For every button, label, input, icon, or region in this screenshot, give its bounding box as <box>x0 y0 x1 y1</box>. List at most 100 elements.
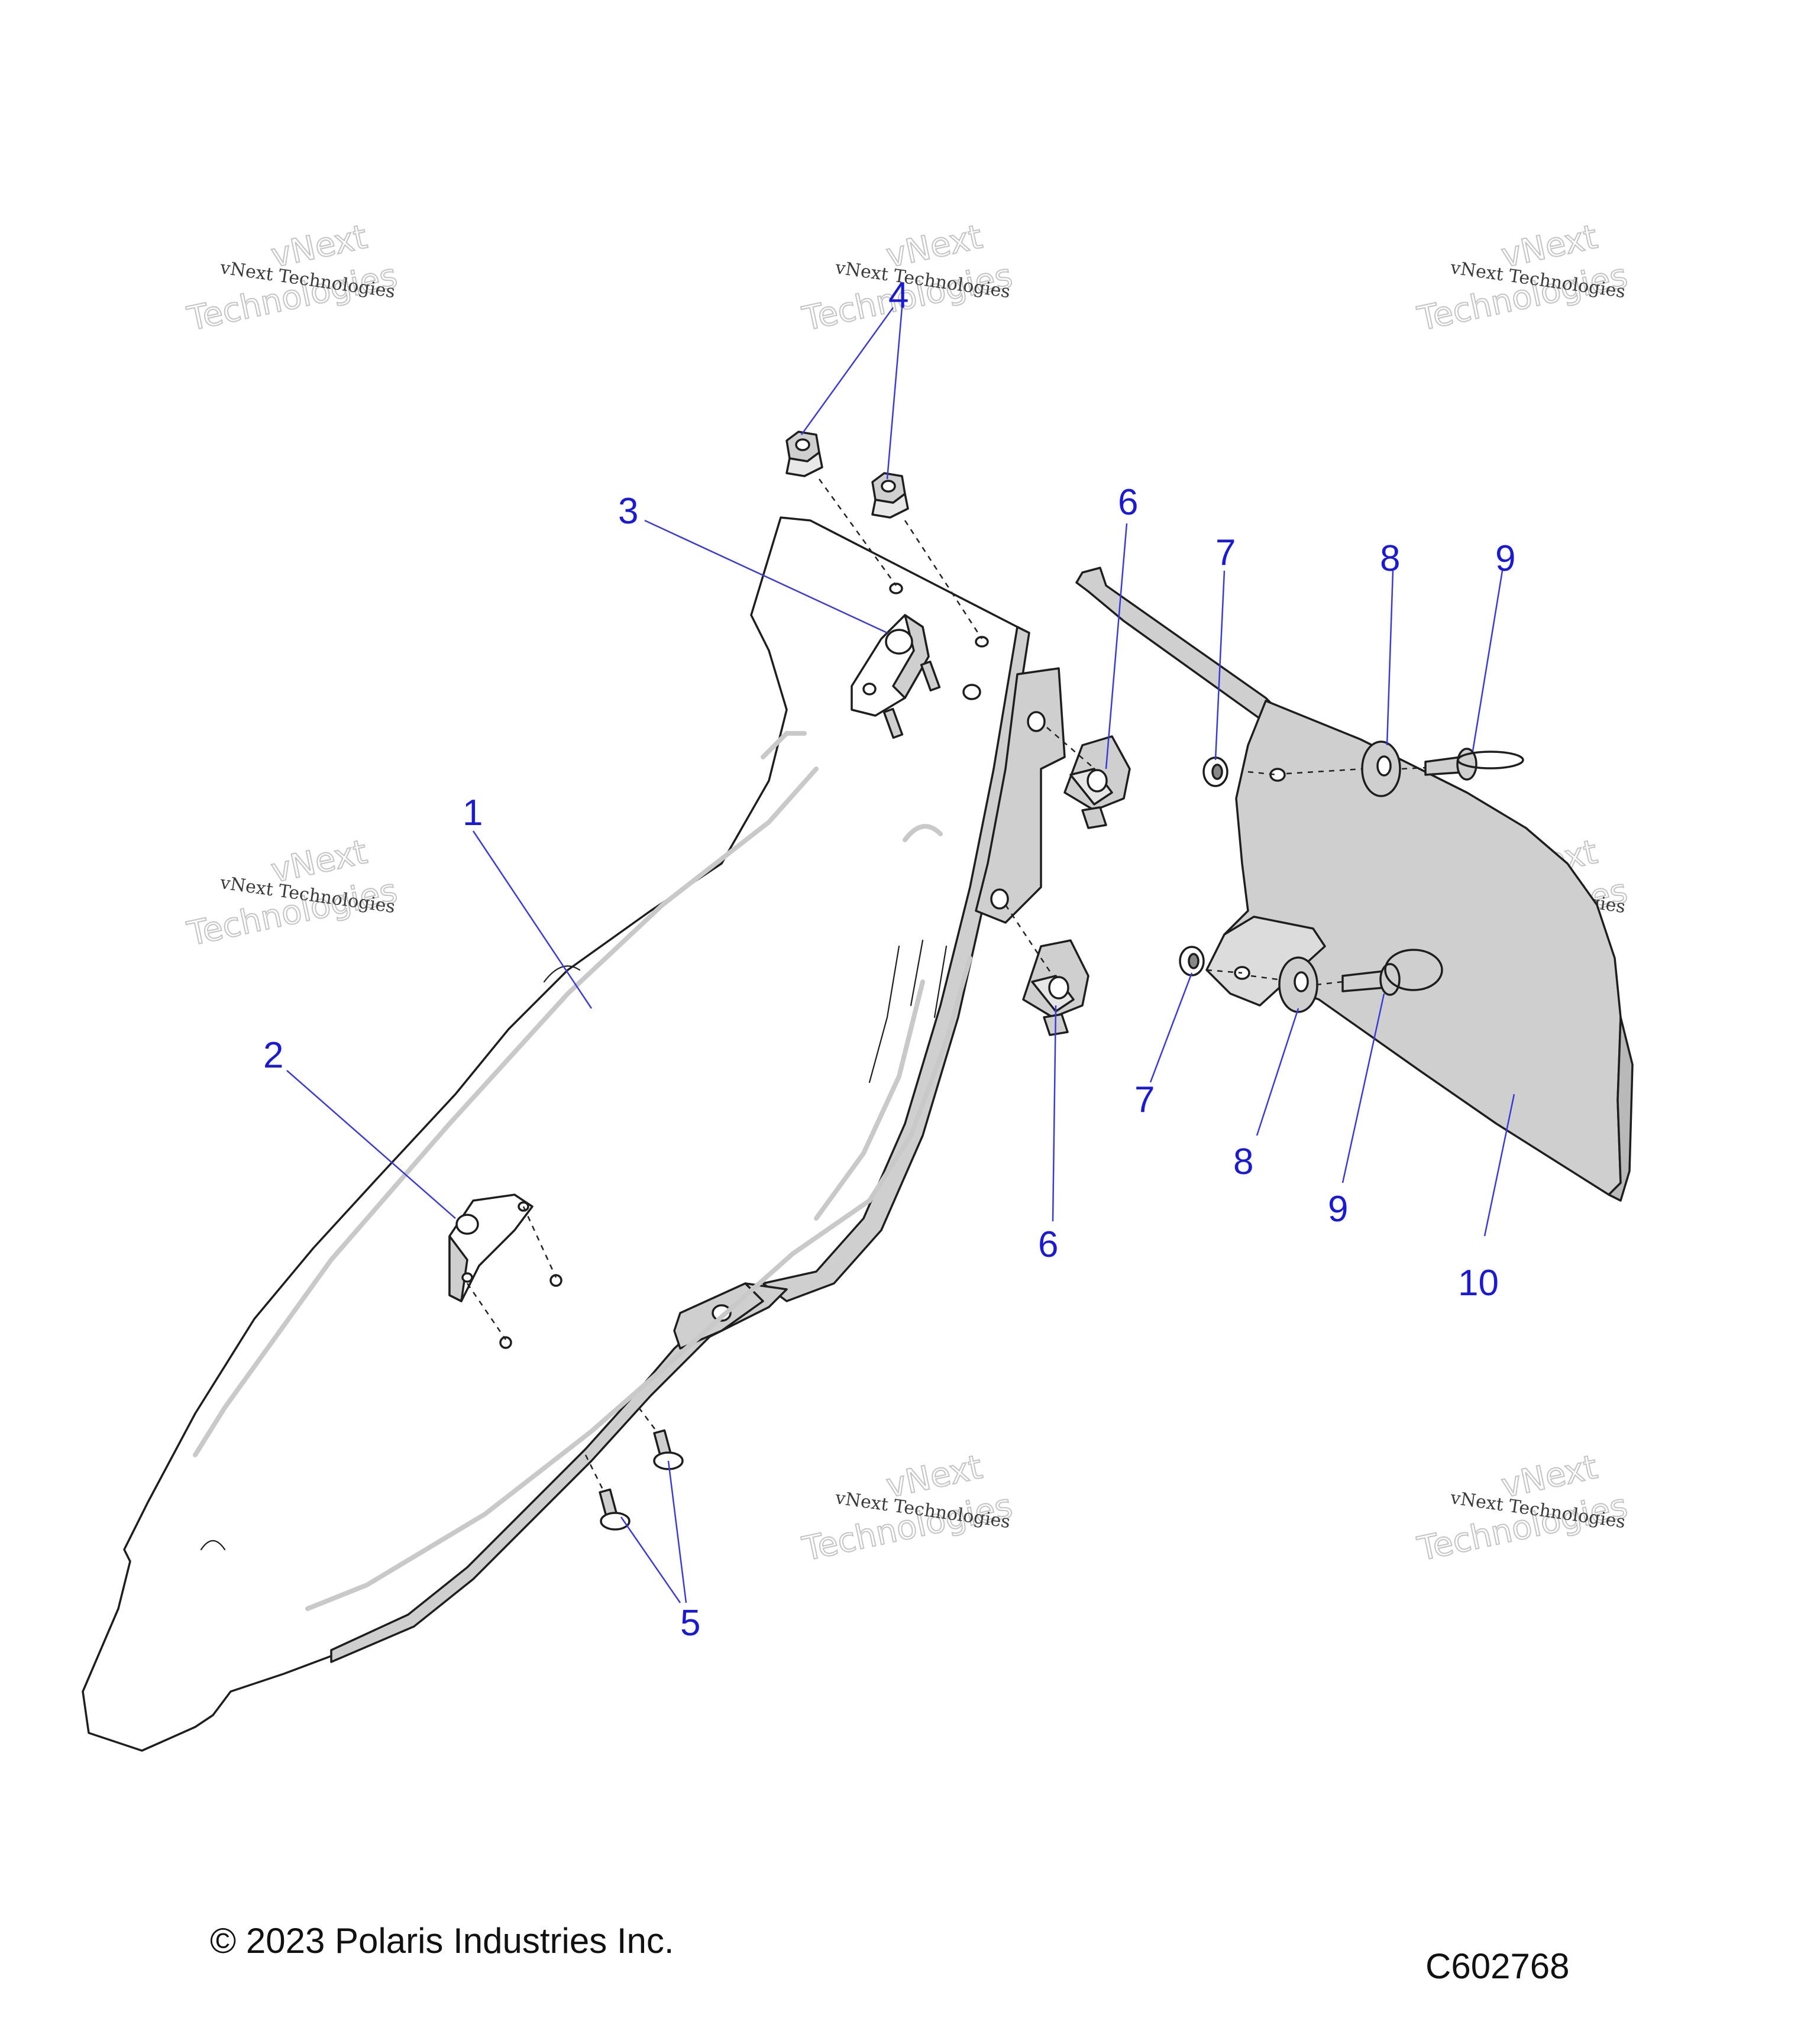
callout-9-upper: 9 <box>1495 538 1515 579</box>
dash-line <box>1247 771 1278 776</box>
callout-2: 2 <box>263 1035 283 1076</box>
strip-hole <box>990 888 1009 910</box>
dash-line <box>638 1407 657 1432</box>
shield-plate-flange <box>1075 567 1279 720</box>
callout-3: 3 <box>618 491 638 532</box>
fender-contour <box>868 945 900 1084</box>
watermark: vNext Technologies vNext Technologies <box>798 1447 1016 1569</box>
stud <box>882 707 904 739</box>
stud <box>920 660 941 692</box>
quick-release-pin <box>1315 949 1443 996</box>
mount-bracket-strip <box>975 667 1066 924</box>
shield-plate <box>1075 567 1634 1202</box>
flange-nuts <box>785 431 983 639</box>
leader-line <box>1149 972 1193 1083</box>
leader-line <box>644 519 888 634</box>
upper-bracket-side <box>892 614 930 699</box>
callout-5: 5 <box>680 1603 700 1644</box>
callout-10: 10 <box>1458 1263 1499 1304</box>
callout-8-upper: 8 <box>1380 538 1400 579</box>
rivet <box>499 1336 512 1349</box>
rivet <box>549 1274 562 1287</box>
panel-hole <box>975 636 989 648</box>
leader-line <box>1483 1094 1515 1237</box>
upper-bracket-hole <box>885 629 913 655</box>
fender-contour <box>200 1540 226 1551</box>
lock-washer-hole <box>1211 764 1223 780</box>
leader-line <box>667 1460 687 1603</box>
lower-bracket-side <box>448 1235 468 1302</box>
watermark: vNext Technologies vNext Technologies <box>1414 217 1631 339</box>
leader-line <box>1256 1008 1299 1136</box>
clip-nut <box>1063 735 1131 829</box>
copyright-text: © 2023 Polaris Industries Inc. <box>210 1921 674 1961</box>
shield-plate-edge <box>1608 1016 1634 1202</box>
flange-nut <box>871 472 909 519</box>
callout-8-lower: 8 <box>1233 1141 1253 1182</box>
diagram-code: C602768 <box>1425 1946 1570 1986</box>
lock-washer-hole <box>1188 953 1200 969</box>
fender-contour <box>543 965 581 983</box>
leader-line <box>1386 570 1394 746</box>
leader-line <box>1341 993 1385 1183</box>
dash-line <box>522 1206 557 1278</box>
leader-lines <box>286 307 1515 1603</box>
leader-line <box>472 830 593 1009</box>
leader-line <box>286 1070 456 1219</box>
flat-washer-hole <box>1376 755 1392 777</box>
lower-bracket-hole <box>455 1214 479 1235</box>
dash-line <box>584 1454 604 1491</box>
clip-nut <box>1022 939 1089 1036</box>
callouts: 1 2 3 4 5 6 6 7 7 8 8 9 9 10 <box>263 275 1515 1644</box>
leader-line <box>620 1516 681 1603</box>
fender-hole <box>712 1304 732 1322</box>
quick-release-pins <box>1315 748 1524 996</box>
flat-washer-hole <box>1294 971 1309 992</box>
dash-line <box>1286 768 1364 775</box>
upper-bracket <box>851 614 930 717</box>
callout-9-lower: 9 <box>1328 1189 1348 1230</box>
panel-hole <box>889 583 903 594</box>
fender-rib <box>903 824 943 842</box>
fender-contour <box>933 945 948 1018</box>
callout-6-upper: 6 <box>1118 482 1138 523</box>
lower-bracket <box>448 1194 562 1349</box>
dash-line <box>1004 904 1054 976</box>
dash-line <box>1250 975 1296 983</box>
callout-4: 4 <box>888 275 908 316</box>
leader-line <box>800 307 894 435</box>
leader-line <box>1472 570 1504 752</box>
fender-rib <box>814 979 925 1221</box>
dash-line <box>466 1283 507 1340</box>
clip-nuts <box>1004 727 1131 1036</box>
push-pin <box>599 1488 631 1531</box>
fender-rib <box>761 731 807 759</box>
fender-rib <box>305 956 972 1611</box>
panel-studs <box>882 583 989 739</box>
panel-hole <box>962 684 981 700</box>
fender-rib <box>193 767 819 1457</box>
quick-release-pin <box>1401 748 1524 781</box>
leader-line <box>1105 523 1128 769</box>
flat-washers <box>1278 740 1401 1013</box>
lock-washers <box>1179 756 1228 976</box>
callout-7-upper: 7 <box>1215 532 1236 573</box>
leader-line <box>1052 1005 1057 1222</box>
watermark: vNext Technologies vNext Technologies <box>183 217 401 339</box>
watermark: vNext Technologies vNext Technologies <box>183 832 401 954</box>
watermark: vNext Technologies vNext Technologies <box>1414 1447 1631 1569</box>
callout-6-lower: 6 <box>1038 1224 1058 1265</box>
push-pins <box>584 1407 684 1531</box>
shield-plate-body <box>1223 700 1622 1196</box>
mount-bracket-strip-body <box>975 667 1066 924</box>
leader-line <box>1214 570 1226 761</box>
upper-bracket-hole <box>862 683 877 696</box>
strip-hole <box>1027 711 1046 732</box>
lower-bracket-hole <box>461 1272 473 1283</box>
dash-line <box>818 478 897 586</box>
flange-nut <box>785 431 823 477</box>
callout-7-lower: 7 <box>1134 1079 1155 1120</box>
callout-1: 1 <box>463 793 483 833</box>
leader-line <box>886 307 903 480</box>
